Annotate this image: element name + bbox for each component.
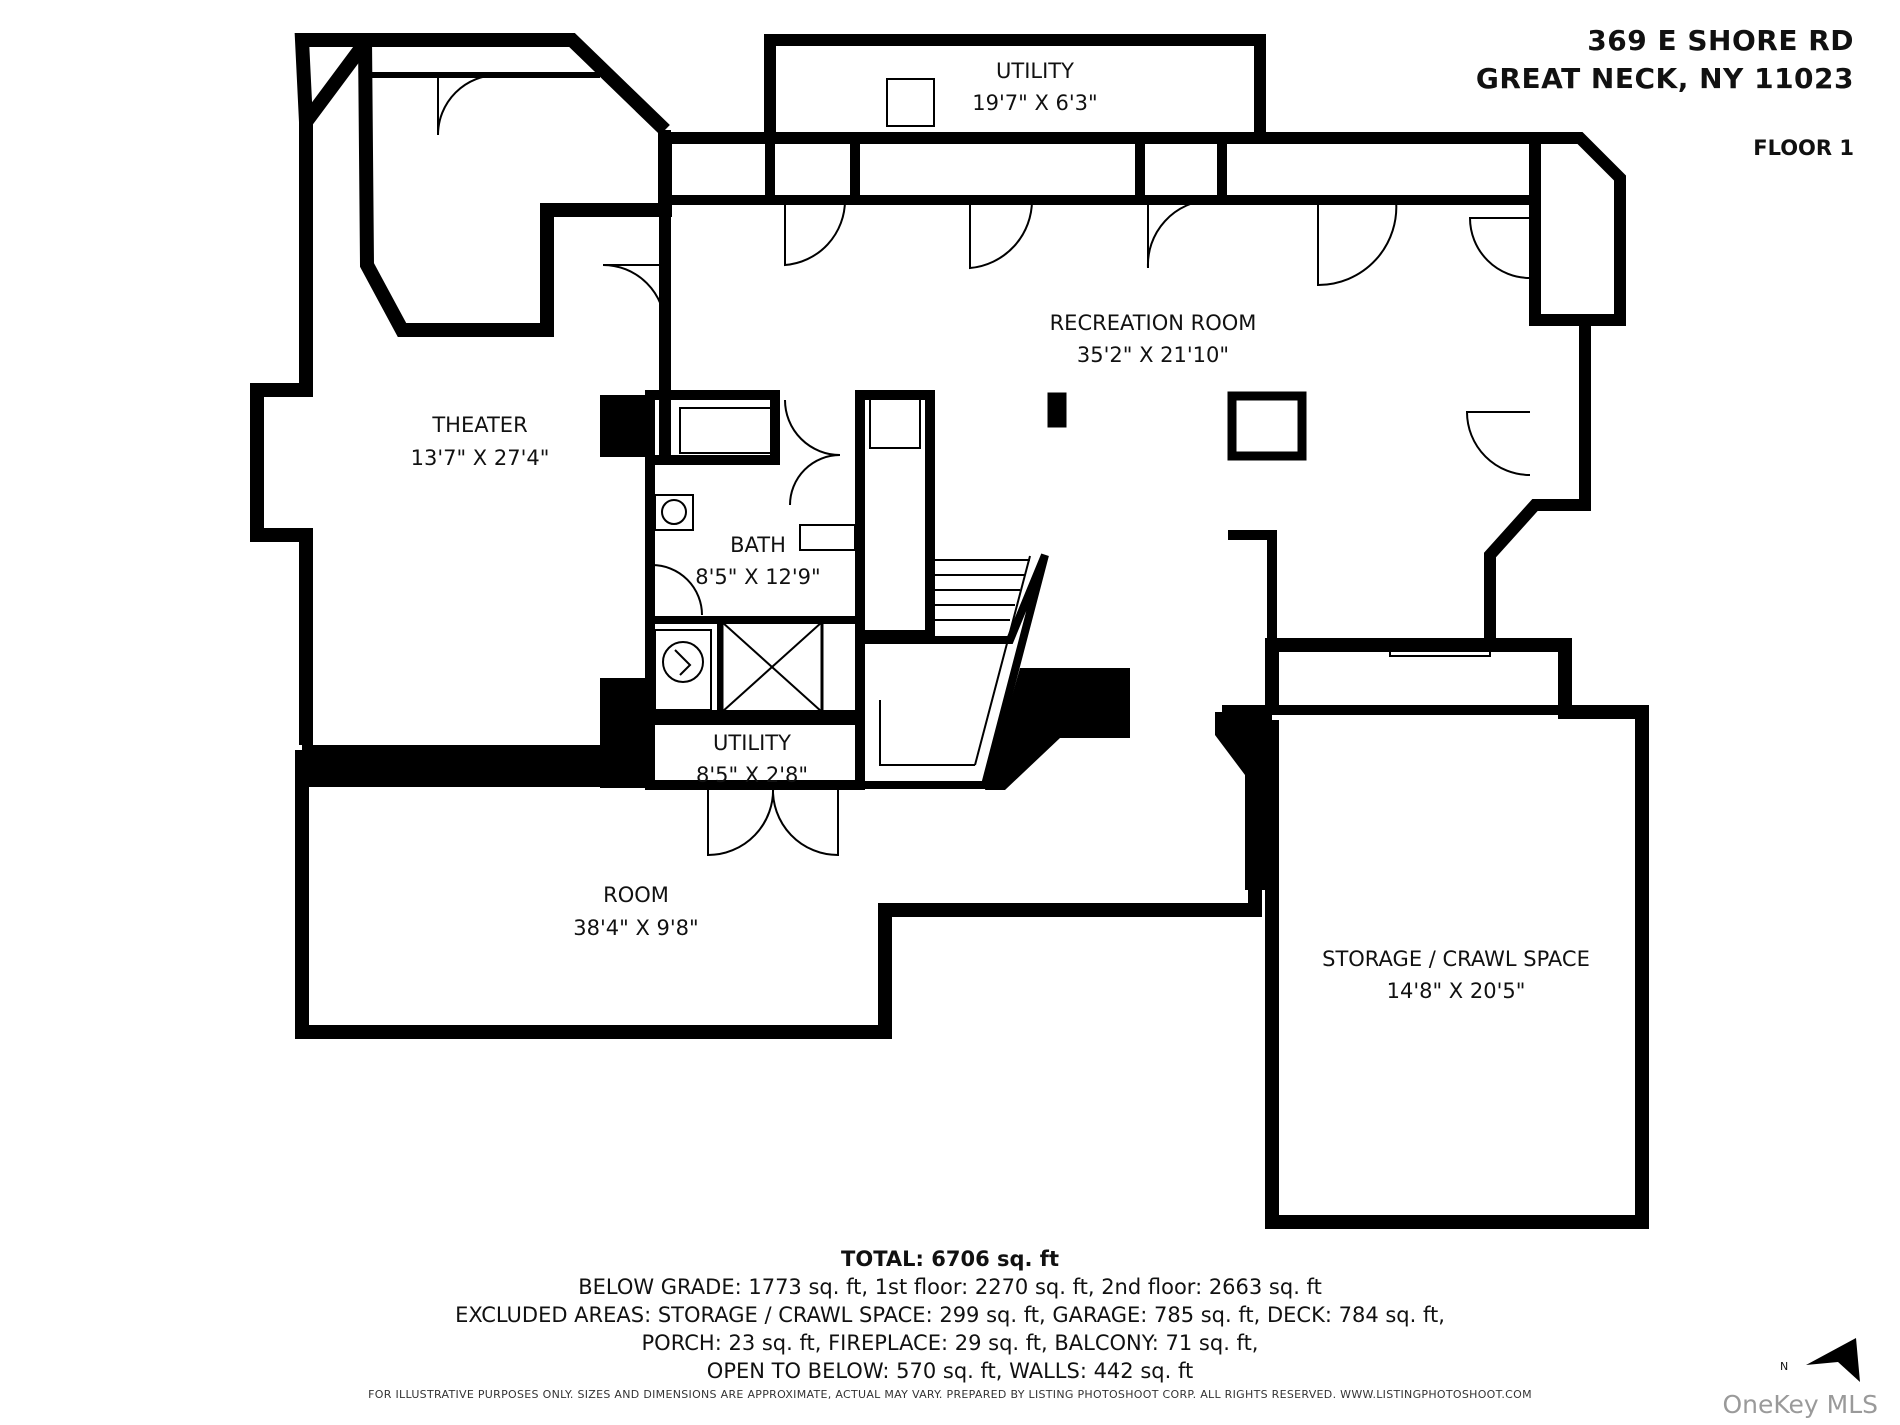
theater-walls	[250, 33, 672, 745]
room-name: ROOM	[603, 883, 669, 907]
storage-name: STORAGE / CRAWL SPACE	[1322, 947, 1590, 971]
storage-walls	[1265, 638, 1649, 1229]
floor-label: FLOOR 1	[1753, 136, 1854, 160]
utility-top-name: UTILITY	[996, 59, 1074, 83]
recreation-right-lower	[1484, 314, 1591, 640]
utility-top-dims: 19'7" X 6'3"	[972, 91, 1097, 115]
recreation-name: RECREATION ROOM	[1050, 311, 1257, 335]
stairs	[879, 555, 1031, 766]
room-window	[296, 841, 308, 961]
rec-partial-wall	[1228, 530, 1277, 645]
door-theater-top	[437, 74, 499, 136]
closet-dividers	[765, 138, 1227, 200]
sink-icon	[654, 494, 694, 531]
rec-fireplace	[1227, 391, 1307, 461]
recreation-right-walls	[1529, 132, 1626, 326]
address-line-2: GREAT NECK, NY 11023	[1475, 62, 1854, 95]
utility-small-dims: 8'5" X 2'8"	[696, 763, 808, 787]
disclaimer: FOR ILLUSTRATIVE PURPOSES ONLY. SIZES AN…	[368, 1388, 1532, 1401]
totals-block: TOTAL: 6706 sq. ft BELOW GRADE: 1773 sq.…	[0, 1245, 1900, 1385]
total-area: TOTAL: 6706 sq. ft	[841, 1247, 1059, 1271]
totals-line-3: PORCH: 23 sq. ft, FIREPLACE: 29 sq. ft, …	[641, 1331, 1259, 1355]
theater-bottom-mass	[302, 745, 642, 787]
room-dims: 38'4" X 9'8"	[573, 916, 698, 940]
toilet-icon	[654, 629, 712, 711]
utility-top-box	[886, 78, 935, 127]
utility-small-name: UTILITY	[713, 731, 791, 755]
north-arrow-icon: N	[1780, 1338, 1860, 1382]
bath-dims: 8'5" X 12'9"	[695, 565, 820, 589]
theater-right-mass	[600, 678, 650, 788]
theater-walls-top	[300, 33, 670, 136]
compass-label: N	[1780, 1360, 1788, 1373]
address-line-1: 369 E SHORE RD	[1587, 24, 1854, 57]
stair-mass	[985, 668, 1130, 790]
storage-corner-mass	[1215, 712, 1272, 890]
recreation-dims: 35'2" X 21'10"	[1077, 343, 1229, 367]
watermark: OneKey MLS	[1722, 1390, 1878, 1419]
totals-line-4: OPEN TO BELOW: 570 sq. ft, WALLS: 442 sq…	[706, 1359, 1194, 1383]
totals-line-2: EXCLUDED AREAS: STORAGE / CRAWL SPACE: 2…	[455, 1303, 1445, 1327]
totals-line-1: BELOW GRADE: 1773 sq. ft, 1st floor: 227…	[578, 1275, 1322, 1299]
theater-name: THEATER	[431, 413, 527, 437]
vanity-icon	[679, 407, 776, 454]
stair-walls	[860, 553, 1049, 789]
shower-box	[720, 620, 824, 714]
rec-pillar	[1047, 392, 1067, 428]
theater-upper-mass	[600, 395, 655, 457]
bath-walls-2	[645, 390, 935, 720]
utility-top-walls	[764, 34, 1266, 135]
theater-dims: 13'7" X 27'4"	[411, 446, 550, 470]
door-theater-side	[602, 264, 666, 328]
bath-name: BATH	[730, 533, 786, 557]
storage-dims: 14'8" X 20'5"	[1387, 979, 1526, 1003]
